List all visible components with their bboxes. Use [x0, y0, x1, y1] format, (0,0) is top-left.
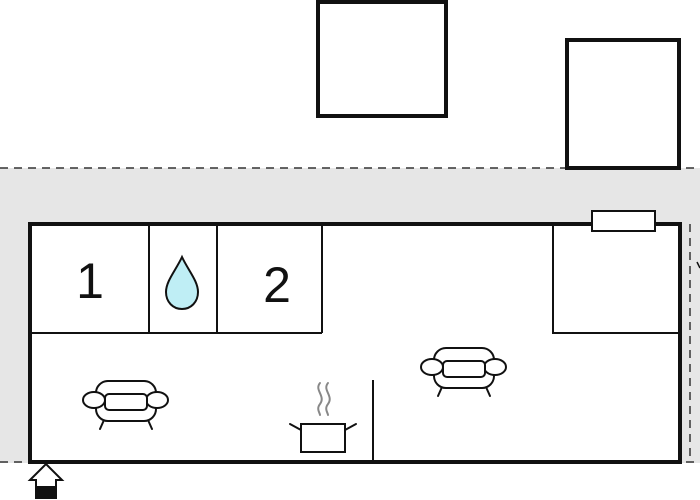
kitchen-pot-icon — [289, 382, 357, 453]
outbuilding-left — [316, 0, 448, 118]
room-label-1: 1 — [76, 253, 104, 309]
outbuilding-right — [565, 38, 681, 170]
window — [591, 210, 656, 232]
sofa-icon — [82, 380, 169, 430]
sofa-icon — [420, 347, 507, 397]
entrance-arrow-icon — [27, 462, 65, 499]
water-drop-icon — [164, 254, 200, 311]
room-label-2: 2 — [263, 257, 291, 313]
storage-room-walls — [552, 224, 680, 334]
house-outline — [28, 222, 682, 464]
